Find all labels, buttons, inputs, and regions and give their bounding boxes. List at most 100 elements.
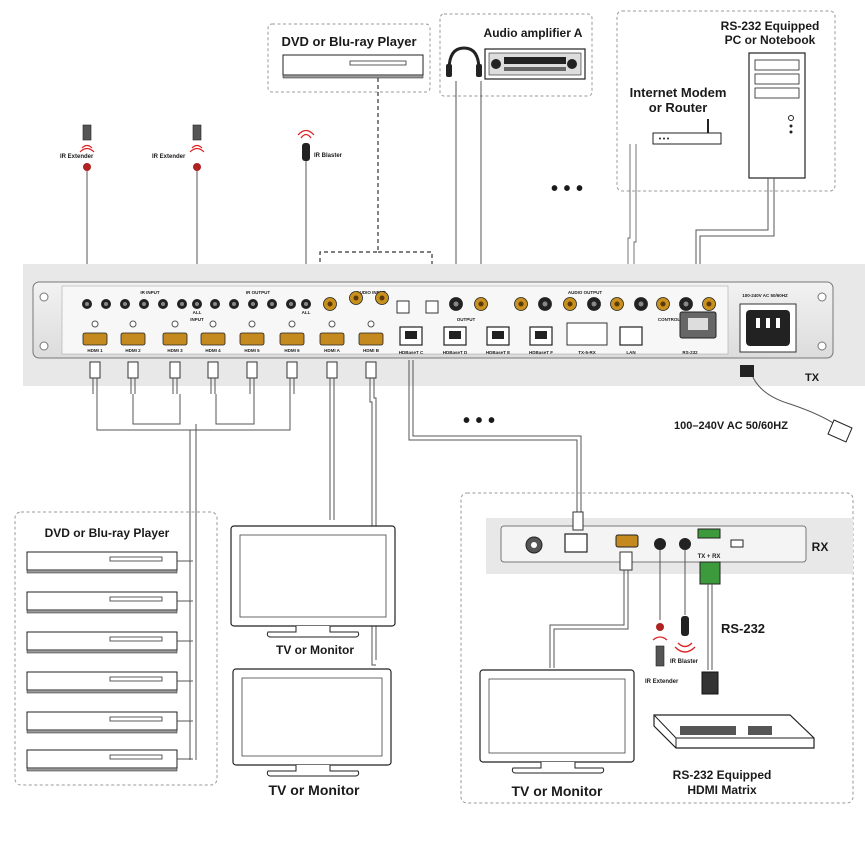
rx-label: RX (812, 540, 829, 554)
tx-rs232-label: RS-232 (682, 350, 698, 355)
power-label: 100–240V AC 50/60HZ (674, 420, 788, 432)
hdmi-plug (89, 361, 101, 379)
rx-ir-port-2 (679, 538, 691, 550)
ir-blaster-label-rx: IR Blaster (670, 659, 699, 665)
tx-audio-jack-core (453, 301, 459, 307)
tx-ir-port-core (85, 302, 89, 306)
tx-audio-jack-core (591, 301, 597, 307)
tx-hdbaset-port-inner (535, 331, 547, 339)
tx-hdbaset-port-inner (449, 331, 461, 339)
tx-hdbaset-label: HDBaseT D (443, 350, 468, 355)
tx-hdmi-input-port (82, 332, 108, 346)
dvd-player-tray (109, 716, 163, 722)
tx-hdmi-output-port (358, 332, 384, 346)
tx-ir-port-core (123, 302, 127, 306)
tx-ir-port-core (304, 302, 308, 306)
tx-audio-jack-core (567, 301, 573, 307)
dvd-player-base (26, 729, 178, 734)
tx-hdmi-led (328, 320, 336, 328)
dvd-player-top (282, 54, 424, 79)
dvd-player-tray (109, 676, 163, 682)
tx-hdmi-input-label: HDMI 1 (87, 348, 103, 353)
tx-output-label: OUTPUT (457, 317, 476, 322)
ir-blaster-top (297, 129, 315, 161)
tx-all-label-1: ALL (193, 310, 202, 315)
tv-monitor-2 (232, 668, 392, 777)
ellipsis-middle: • • • (463, 410, 495, 432)
tx-audio-jack-core (518, 301, 524, 307)
rx-txrx-label: TX + RX (698, 554, 721, 560)
tx-hdbaset-label: HDBaseT C (399, 350, 424, 355)
tx-hdmi-input-port (239, 332, 265, 346)
tv1-label: TV or Monitor (276, 643, 354, 657)
rx-rs232-terminal (697, 528, 721, 539)
tx-audio-jack-core (379, 295, 385, 301)
tx-audio-jack-core (660, 301, 666, 307)
tx-ir-port-core (161, 302, 165, 306)
db9-connector-icon (701, 671, 719, 695)
tx-ir-port-core (213, 302, 217, 306)
hdmi-plug (169, 361, 181, 379)
tx-hdbaset-port-inner (405, 331, 417, 339)
ir-extender-label-1: IR Extender (60, 154, 94, 160)
dvd-player-base (26, 609, 178, 614)
tx-power-label: 100-240V AC 50/60HZ (742, 293, 788, 298)
tx-ir-port-core (289, 302, 293, 306)
tv3-label: TV or Monitor (512, 783, 604, 799)
power-plug-icon (740, 365, 853, 443)
tx-ir-output-label: IR OUTPUT (246, 290, 271, 295)
rx-hdmi-port (615, 534, 639, 548)
tx-audio-jack-core (542, 301, 548, 307)
tx-audio-jack-core (353, 295, 359, 301)
tx-label: TX (805, 372, 820, 384)
tx-lan-label: LAN (626, 350, 635, 355)
hdmi-matrix (653, 714, 815, 749)
tx-audio-output-label: AUDIO OUTPUT (568, 290, 603, 295)
tx-audio-input-label: AUDIO INPUT (356, 290, 386, 295)
tx-hdmi-input-port (279, 332, 305, 346)
dvd-player-tray (109, 556, 163, 562)
tx-ir-port-core (251, 302, 255, 306)
dvd-player-base (26, 689, 178, 694)
tx-lan-port (619, 326, 643, 346)
rs232-label: RS-232 (721, 621, 765, 636)
rx-ir-port-1 (654, 538, 666, 550)
tx-hdmi-led (171, 320, 179, 328)
tv-monitor-3 (479, 669, 635, 774)
tx-ir-input-label: IR INPUT (140, 290, 160, 295)
tx-hdmi-input-label: HDMI 4 (205, 348, 221, 353)
modem-label-2: or Router (649, 100, 708, 115)
hdmi-b-plug (365, 361, 377, 379)
dvd-player-tray (109, 596, 163, 602)
tx-hdbaset-label: HDBaseT E (486, 350, 510, 355)
rx-usb-port (730, 539, 744, 548)
ir-extender-1 (79, 124, 95, 171)
ir-extender-label-rx: IR Extender (645, 679, 679, 685)
tx-ir-port-core (270, 302, 274, 306)
tx-hdmi-led (288, 320, 296, 328)
tx-optical-out (425, 300, 439, 314)
tx-hdmi-led (91, 320, 99, 328)
tx-hdmi-led (367, 320, 375, 328)
tx-hdmi-input-port (120, 332, 146, 346)
rx-hdbaset-port (564, 533, 588, 553)
dvd-top-box (267, 23, 431, 93)
tx-ir-port-core (195, 302, 199, 306)
router-icon (652, 119, 722, 145)
tx-hdmi-output-label: HDMI B (363, 348, 380, 353)
modem-label-1: Internet Modem (630, 85, 727, 100)
hdmi-plug (286, 361, 298, 379)
tx-txrx-window (566, 322, 608, 346)
tx-hdmi-input-port (162, 332, 188, 346)
dvd-player-base (26, 649, 178, 654)
dvd-group-label: DVD or Blu-ray Player (45, 526, 170, 540)
dvd-stack (26, 551, 193, 772)
dvd-player-tray (109, 636, 163, 642)
pc-tower (748, 52, 806, 179)
ir-blaster-rx (674, 616, 696, 653)
dvd-top-label: DVD or Blu-ray Player (281, 34, 416, 49)
hdmi-plug (246, 361, 258, 379)
